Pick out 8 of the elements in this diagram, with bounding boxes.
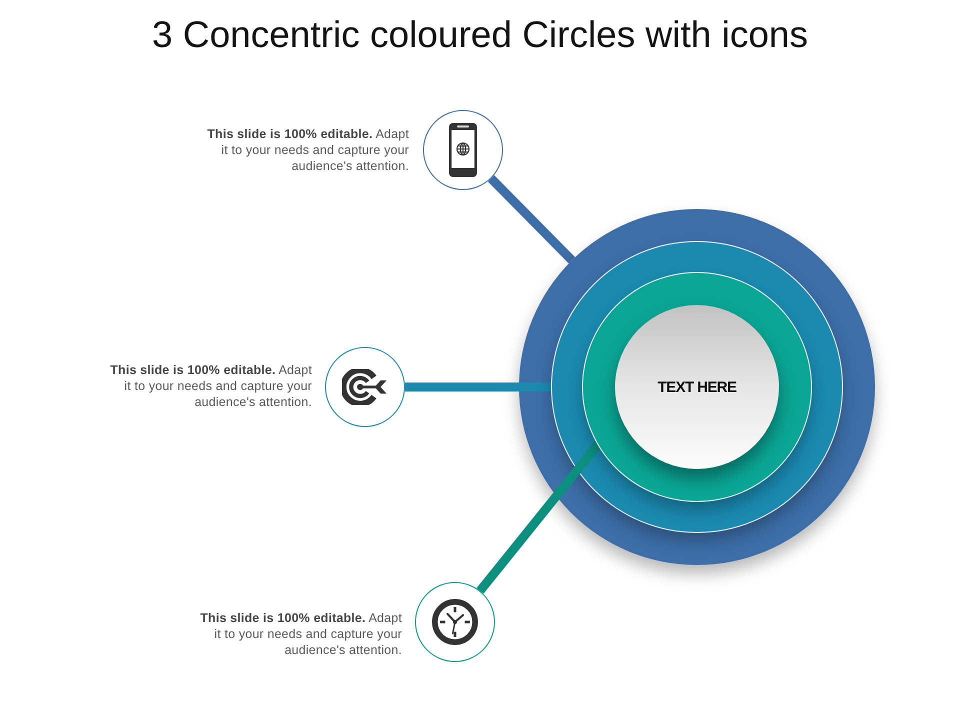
connector-line — [476, 441, 602, 594]
connector-line — [488, 175, 576, 264]
title: 3 Concentric coloured Circles with icons — [152, 13, 808, 57]
description-text: This slide is 100% editable. Adapt it to your needs and capture your audience's attention. — [206, 126, 409, 174]
center-label: TEXT HERE — [658, 378, 736, 396]
description-text: This slide is 100% editable. Adapt it to your needs and capture your audience's attention. — [199, 610, 402, 658]
description-text: This slide is 100% editable. Adapt it to your needs and capture your audience's attention. — [109, 362, 312, 410]
connector-line — [405, 382, 552, 392]
